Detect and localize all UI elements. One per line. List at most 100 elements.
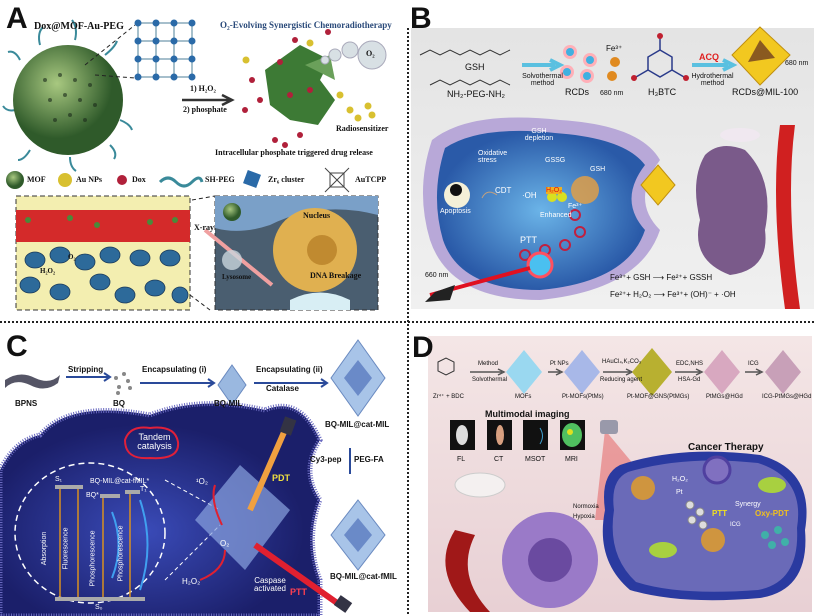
- dox-particles: [242, 29, 331, 148]
- product-label: RCDs@MIL-100: [732, 87, 799, 97]
- precursor-label: Zr⁴⁺ + BDC: [433, 394, 464, 400]
- o2-label: O₂: [366, 49, 375, 58]
- bpns-sheet: [5, 374, 60, 389]
- bq-star-label: BQ*: [86, 492, 99, 499]
- h2o2-label-b: H₂O₂: [546, 187, 562, 194]
- mode-mri: MRI: [565, 456, 578, 463]
- equation-2: Fe²⁺+ H₂O₂ ⟶ Fe³⁺+ (OH)⁻ + ·OH: [610, 290, 736, 299]
- bpns-label: BPNS: [15, 399, 38, 408]
- icg-ptmgs-hgd-octahedron: [765, 350, 801, 394]
- stripping-label: Stripping: [68, 365, 104, 374]
- panel-c-label: C: [6, 330, 28, 363]
- panel-a-title: O₂-Evolving Synergistic Chemoradiotherap…: [220, 20, 392, 30]
- rcd-heat: [526, 251, 554, 279]
- absorption-label: Absorption: [41, 531, 49, 566]
- blood-vessel-d: [445, 530, 490, 612]
- bdc-structure: [437, 357, 455, 376]
- s0-label: S₀: [95, 604, 103, 611]
- h2o2-label-a: H₂O₂: [40, 267, 56, 275]
- icg-label: ICG: [748, 361, 759, 367]
- radiosensitizer-label: Radiosensitizer: [336, 124, 389, 133]
- h3btc-structure: [635, 38, 685, 78]
- panel-a-label: A: [6, 2, 28, 35]
- pt-label: Pt: [676, 489, 683, 496]
- legend-autcpp: AuTCPP: [355, 175, 387, 184]
- hydrothermal-arrow: [692, 58, 738, 72]
- panel-d-graphics: [428, 336, 812, 612]
- panel-b-graphics: [411, 26, 814, 309]
- lysosome-label: Lysosome: [222, 273, 252, 281]
- rcds-dots: [560, 45, 597, 83]
- solvothermal-label: Solvothermal method: [522, 73, 563, 87]
- ptt-label-d: PTT: [712, 509, 728, 518]
- mof-lattice: [137, 22, 193, 78]
- fe3-label: Fe³⁺: [606, 44, 623, 53]
- reducing-agent-label: Reducing agent: [600, 377, 643, 383]
- singlet-oxygen-label: ¹O₂: [196, 477, 208, 486]
- acq-label: ACQ: [699, 52, 719, 62]
- ptmgs-hgd-label: PtMGs@HGd: [706, 394, 743, 400]
- pt-mofs-octahedron: [564, 350, 600, 394]
- edc-nhs-label: EDC,NHS: [676, 361, 704, 367]
- gsh-label-2: GSH: [590, 166, 606, 173]
- mouse-d: [454, 472, 506, 498]
- dna-breakage-label: DNA Breakage: [310, 271, 362, 280]
- legend-peg-icon: [158, 176, 204, 188]
- fluorescence-label: Fluorescence: [62, 527, 70, 570]
- icg-ptmgs-hgd-label: ICG-PtMGs@HGd: [762, 394, 812, 400]
- synergy-label: Synergy: [735, 501, 761, 508]
- fe-label-b: Fe³⁺: [568, 203, 583, 210]
- legend-peg: SH-PEG: [205, 175, 235, 184]
- mode-ct: CT: [494, 456, 504, 463]
- blood-vessel-b: [776, 125, 800, 309]
- gsh-depletion-label: GSH depletion: [524, 128, 554, 142]
- legend-au-icon: [58, 173, 72, 187]
- release-label: Intracellular phosphate triggered drug r…: [215, 148, 373, 157]
- gsh-label: GSH: [465, 62, 485, 72]
- oh-label: ·OH: [522, 191, 537, 200]
- mode-fl: FL: [457, 456, 466, 463]
- step-2: 2) phosphate: [183, 105, 227, 114]
- legend-dox: Dox: [132, 175, 146, 184]
- legend-mof: MOF: [27, 175, 46, 184]
- h2o2-label-d: H₂O₂: [672, 476, 688, 483]
- cdt-label: CDT: [495, 186, 512, 195]
- equation-1: Fe³⁺+ GSH ⟶ Fe²⁺+ GSSH: [610, 273, 713, 282]
- gssg-label: GSSG: [545, 157, 566, 164]
- enhanced-label: Enhanced: [540, 212, 572, 219]
- peg-fa-label: PEG-FA: [354, 455, 384, 464]
- pdt-beam: [247, 428, 288, 512]
- jablonski-diagram: [59, 488, 131, 597]
- step-1: 1) H₂O₂: [190, 84, 216, 93]
- encapsulating-2-label: Encapsulating (ii): [256, 365, 323, 374]
- tumor: [696, 146, 768, 275]
- wavelength-label-b: 680 nm: [785, 60, 809, 67]
- nucleus-label: Nucleus: [303, 211, 331, 220]
- pt-mofs-label: Pt-MOFs(PtMs): [562, 394, 604, 400]
- solvothermal-arrow: [522, 58, 565, 72]
- panel-a-graphics: [2, 19, 387, 311]
- xray-label: X-ray: [194, 223, 214, 232]
- ptt-label-b: PTT: [520, 235, 537, 245]
- tumor-cells: [19, 246, 189, 304]
- excited-state-label: BQ-MIL@cat-fMIL*: [90, 478, 150, 485]
- blood-vessel: [16, 210, 190, 242]
- tandem-catalysis-label: Tandem catalysis: [137, 432, 172, 451]
- apoptosis-label: Apoptosis: [440, 208, 471, 215]
- peg-structure: [429, 79, 511, 86]
- mofs-octahedron: [506, 350, 542, 394]
- construct-label: Dox@MOF-Au-PEG: [34, 21, 124, 32]
- hsa-gd-label: HSA-Gd: [678, 377, 701, 383]
- phosphorescence-1-label: Phosphorescence: [89, 530, 97, 587]
- laser-wavelength-label: 660 nm: [425, 272, 449, 279]
- jablonski-ellipse: [14, 462, 166, 604]
- mode-msot: MSOT: [525, 456, 546, 463]
- legend-dox-icon: [117, 175, 127, 185]
- ptmgs-hgd-octahedron: [704, 350, 740, 394]
- laser-pointer: [425, 285, 455, 302]
- nucleus-d: [702, 455, 732, 485]
- hydrothermal-label: Hydrothermal method: [691, 73, 734, 87]
- oxidative-stress-label: Oxidative stress: [478, 150, 508, 164]
- bq-mil-cell-particle: [195, 465, 290, 570]
- catalase-label: Catalase: [266, 384, 299, 393]
